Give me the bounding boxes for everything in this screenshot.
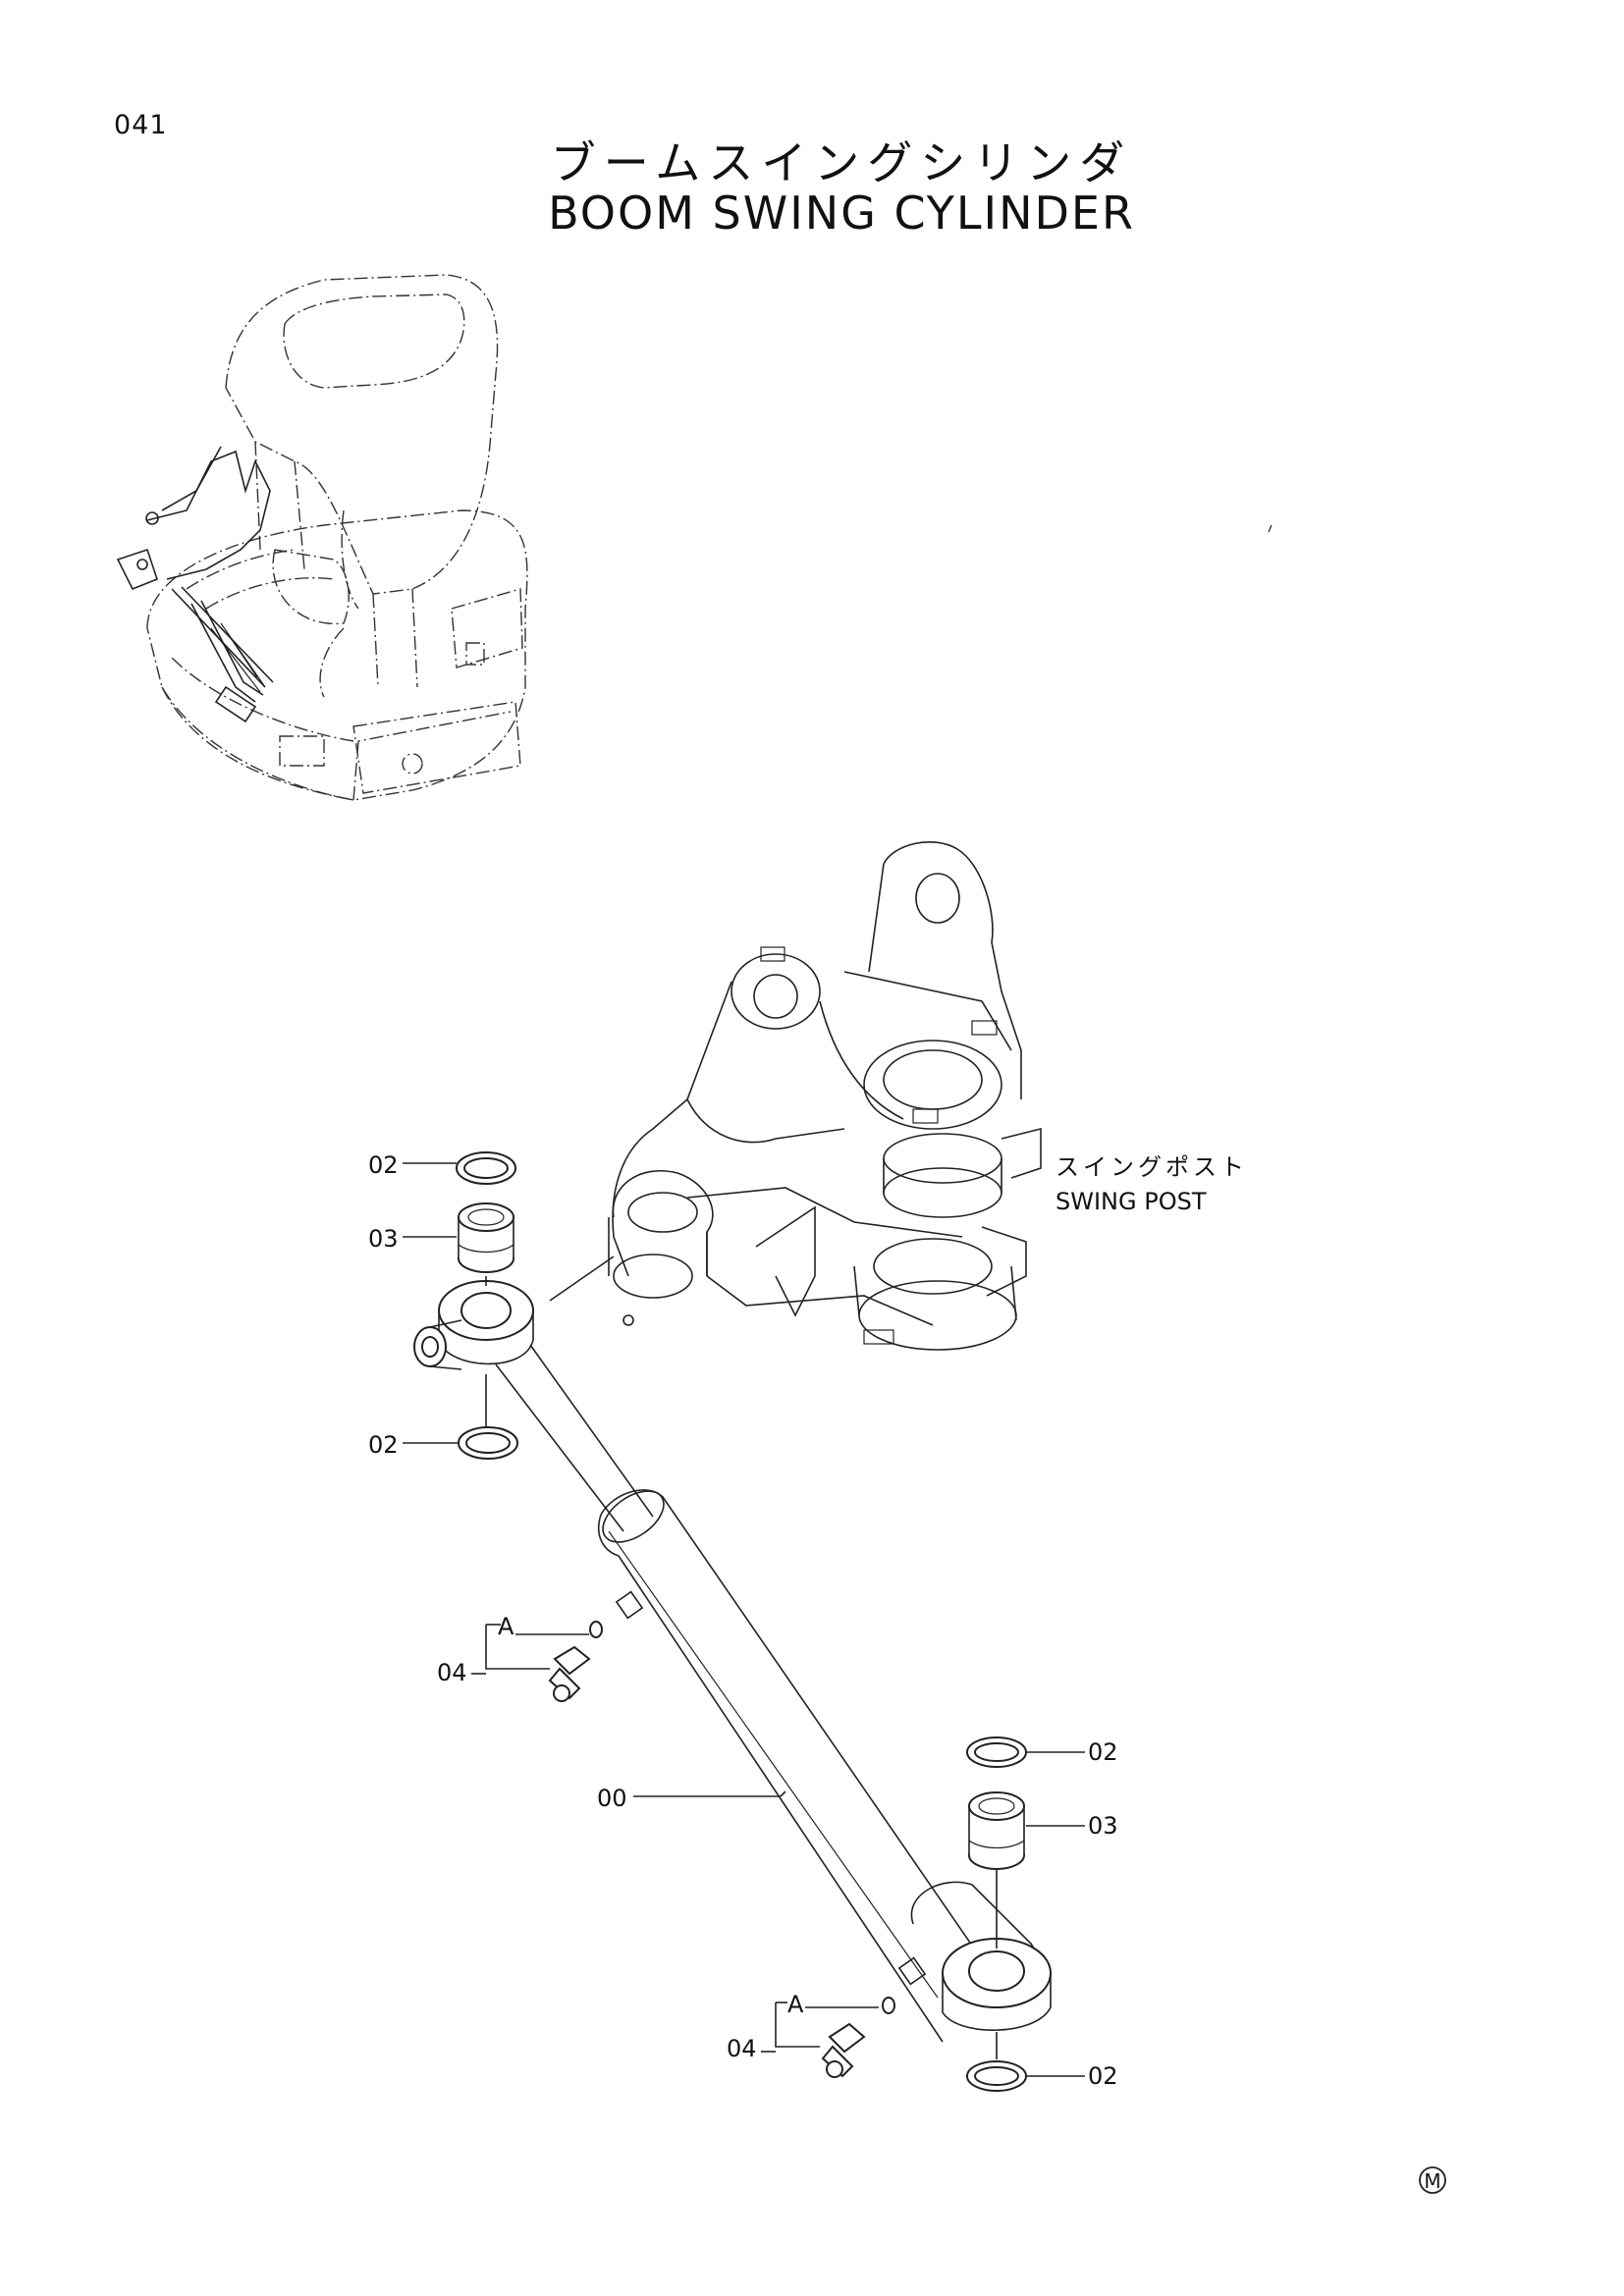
swing-post-bracket-icon — [549, 841, 1042, 1351]
callout-grease-fitting-lower: 04 — [727, 2035, 757, 2062]
callout-top-bushing: 03 — [368, 1225, 399, 1253]
lower-seal-02-bottom — [966, 2060, 1085, 2092]
lower-seal-02 — [966, 1736, 1085, 1768]
page-number: 041 — [114, 110, 168, 140]
callout-grease-fitting-upper: 04 — [437, 1659, 467, 1686]
callout-cylinder-assembly: 00 — [597, 1785, 627, 1812]
lower-bushing-03 — [968, 1791, 1085, 1870]
scan-speck — [1268, 524, 1272, 533]
page-title-english: BOOM SWING CYLINDER — [548, 187, 1135, 240]
swing-post-label-english: SWING POST — [1056, 1188, 1207, 1215]
callout-detail-a-lower: A — [787, 1991, 804, 2018]
upper-seal-02 — [403, 1151, 516, 1185]
upper-bushing-03 — [403, 1202, 514, 1273]
callout-bottom-seal-upper: 02 — [1088, 1738, 1118, 1766]
hydraulic-cylinder-icon — [413, 1280, 1052, 2043]
swing-post-label-japanese: スイングポスト — [1056, 1153, 1248, 1181]
callout-bottom-bushing: 03 — [1088, 1812, 1118, 1840]
callout-detail-a-upper: A — [498, 1613, 514, 1640]
cylinder-leader-tip — [780, 1790, 786, 1797]
mark-letter: M — [1424, 2169, 1440, 2193]
grease-fitting-lower-icon — [761, 1997, 895, 2078]
upper-seal-02-lower — [403, 1426, 518, 1460]
page-title-japanese: ブームスイングシリンダ — [550, 136, 1133, 189]
grease-fitting-icon — [471, 1621, 603, 1702]
callout-bottom-seal-lower: 02 — [1088, 2062, 1118, 2090]
callout-top-seal-lower: 02 — [368, 1431, 399, 1459]
circled-m-mark: M — [1419, 2166, 1446, 2194]
callout-top-seal-upper: 02 — [368, 1151, 399, 1179]
excavator-upper-structure-icon — [116, 274, 528, 801]
